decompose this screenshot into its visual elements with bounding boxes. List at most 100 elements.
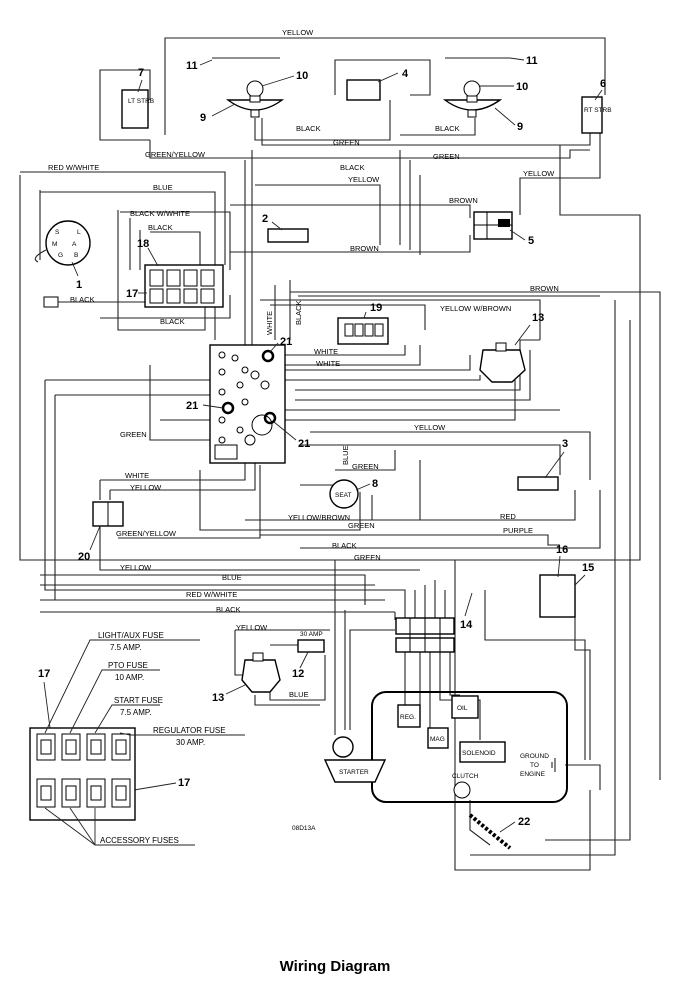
- wire-label: GREEN: [120, 430, 147, 439]
- start-fuse-label: START FUSE: [114, 696, 163, 705]
- svg-text:B: B: [74, 252, 78, 259]
- connector-plug: [43, 296, 59, 308]
- terminal-21c: [263, 411, 277, 425]
- callout-20: 20: [78, 551, 90, 563]
- callout-17: 17: [38, 668, 50, 680]
- component-16: [539, 574, 576, 618]
- wire-label: BLACK: [294, 300, 303, 325]
- svg-text:G: G: [58, 252, 63, 259]
- wire-label: 30 AMP: [300, 631, 323, 638]
- wire-label: GREEN/YELLOW: [116, 529, 177, 538]
- callout-13: 13: [212, 692, 224, 704]
- callout-22: 22: [518, 816, 530, 828]
- relay-4: [346, 79, 381, 101]
- callout-21: 21: [280, 336, 292, 348]
- ground-to: TO: [530, 762, 539, 769]
- wire-label: BLACK: [340, 163, 365, 172]
- wire-label: GREEN: [352, 462, 379, 471]
- lt-strb-switch: [121, 89, 149, 129]
- callout-21: 21: [186, 400, 198, 412]
- wire-label: WHITE: [265, 311, 274, 335]
- callouts: 1 2 3 4 5 6 7 8 9 9 10 10 11 11 12 13 13…: [71, 55, 606, 833]
- callout-16: 16: [556, 544, 568, 556]
- left-headlight: [225, 80, 285, 118]
- svg-text:STARTER: STARTER: [339, 769, 369, 776]
- rt-strb-switch: [581, 96, 603, 134]
- wire-label: BLACK: [160, 317, 185, 326]
- callout-3: 3: [562, 438, 568, 450]
- callout-17: 17: [178, 777, 190, 789]
- wire-label: YELLOW/BROWN: [288, 513, 350, 522]
- callout-19: 19: [370, 302, 382, 314]
- wire-label: GREEN: [354, 553, 381, 562]
- ground-label: GROUND: [520, 753, 549, 760]
- callout-11: 11: [526, 55, 538, 67]
- starter-motor: STARTER: [323, 736, 387, 783]
- wire-label: YELLOW: [348, 175, 380, 184]
- wire-label: WHITE: [125, 471, 149, 480]
- wire-label: BLACK W/WHITE: [130, 209, 190, 218]
- wire-label: YELLOW: [120, 563, 152, 572]
- wire-label: YELLOW: [523, 169, 555, 178]
- fuse-legend: 17 17 LIGHT/AUX FUSE 7.5 AMP. PTO FUSE 1…: [29, 631, 245, 846]
- connector-20: [92, 501, 124, 527]
- callout-13: 13: [532, 312, 544, 324]
- svg-text:MAG: MAG: [430, 736, 445, 743]
- component-3: [517, 476, 559, 491]
- wire-label: BLACK: [296, 124, 321, 133]
- solenoid-box: [459, 741, 506, 763]
- wire-label: BLUE: [153, 183, 173, 192]
- callout-9: 9: [517, 121, 523, 133]
- callout-15: 15: [582, 562, 594, 574]
- wire-label: BLACK: [332, 541, 357, 550]
- wire-label: BLUE: [289, 690, 309, 699]
- pto-fuse-amp: 10 AMP.: [115, 673, 144, 682]
- callout-9: 9: [200, 112, 206, 124]
- wire-harness: [19, 37, 661, 871]
- regulator-fuse-amp: 30 AMP.: [176, 738, 205, 747]
- fuse-block-18: [144, 264, 224, 308]
- wire-label: GREEN: [433, 152, 460, 161]
- terminal-block-14: [395, 617, 455, 653]
- wire-label: GREEN: [333, 138, 360, 147]
- callout-4: 4: [402, 68, 409, 80]
- wire-label: WHITE: [314, 347, 338, 356]
- wire-label: YELLOW W/BROWN: [440, 304, 511, 313]
- component-2: [267, 228, 309, 243]
- callout-14: 14: [460, 619, 473, 631]
- pto-fuse-label: PTO FUSE: [108, 661, 148, 670]
- main-control-board: [209, 344, 286, 464]
- wire-label: RED W/WHITE: [48, 163, 99, 172]
- lt-strb-label: LT STRB: [128, 98, 154, 105]
- wire-label: RED: [500, 512, 516, 521]
- start-fuse-amp: 7.5 AMP.: [120, 708, 151, 717]
- wire-label: BLACK: [435, 124, 460, 133]
- seat-label: SEAT: [335, 492, 352, 499]
- callout-5: 5: [528, 235, 534, 247]
- wire-label: BROWN: [350, 244, 379, 253]
- ground-symbol: [551, 758, 556, 772]
- wire-label: YELLOW: [236, 623, 268, 632]
- callout-17: 17: [126, 288, 138, 300]
- wire-label: BLACK: [148, 223, 173, 232]
- regulator-box: [397, 704, 421, 728]
- wire-label: BROWN: [530, 284, 559, 293]
- light-aux-fuse-amp: 7.5 AMP.: [110, 643, 141, 652]
- callout-10: 10: [296, 70, 308, 82]
- wire-label: BLUE: [222, 573, 242, 582]
- regulator-fuse-label: REGULATOR FUSE: [153, 726, 226, 735]
- callout-10: 10: [516, 81, 528, 93]
- ignition-key-switch: S L M A G B: [34, 220, 91, 266]
- wire-label: YELLOW: [282, 28, 314, 37]
- svg-text:REG.: REG.: [400, 714, 416, 721]
- wire-label: GREEN/YELLOW: [145, 150, 206, 159]
- connector-5: [473, 211, 513, 240]
- mag-box: [427, 727, 449, 749]
- wire-label: BLACK: [216, 605, 241, 614]
- callout-21: 21: [298, 438, 310, 450]
- callout-12: 12: [292, 668, 304, 680]
- wire-label: WHITE: [316, 359, 340, 368]
- svg-text:S: S: [55, 229, 60, 236]
- callout-1: 1: [76, 279, 82, 291]
